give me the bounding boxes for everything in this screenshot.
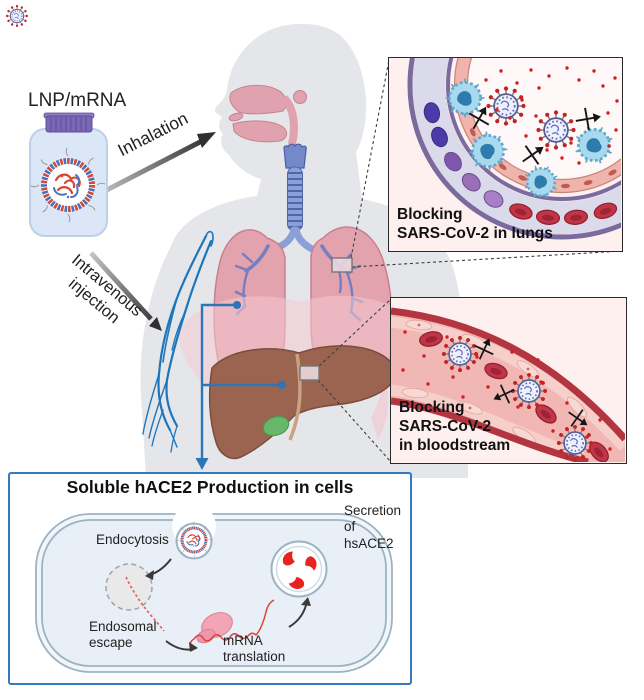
lungs-blocking-panel: Blocking SARS-CoV-2 in lungs <box>388 57 623 252</box>
mrna-wave <box>189 599 275 651</box>
arm-veins-illustration <box>142 230 214 453</box>
intravenous-arrow <box>89 251 162 331</box>
alveolus-illustration <box>407 58 621 240</box>
endosomal-escape-label: Endosomal escape <box>89 619 157 651</box>
mrna-translation-label: mRNA translation <box>223 633 286 665</box>
liver-illustration <box>208 345 397 460</box>
inhalation-arrow <box>95 132 216 198</box>
vessel-blood-cells <box>423 102 620 227</box>
bloodstream-blocking-panel: Blocking SARS-CoV-2 in bloodstream <box>390 297 627 464</box>
bloodstream-panel-caption: Blocking SARS-CoV-2 in bloodstream <box>399 399 511 455</box>
secretion-label: Secretion of hsACE2 <box>344 503 402 551</box>
lnp-vial <box>30 112 108 237</box>
cell-illustration <box>35 504 393 673</box>
target-connector-lines <box>195 301 286 470</box>
corner-virus-icon <box>5 4 29 28</box>
lungs-panel-caption: Blocking SARS-CoV-2 in lungs <box>397 206 553 243</box>
blood-vessel-illustration <box>391 307 625 462</box>
zoom-callouts <box>299 59 623 463</box>
cell-production-panel: Soluble hACE2 Production in cells Endocy… <box>8 472 412 685</box>
liver-zoom-rect <box>299 365 320 381</box>
lnp-mrna-label: LNP/mRNA <box>28 90 127 111</box>
cell-panel-title: Soluble hACE2 Production in cells <box>66 477 354 497</box>
endosome <box>105 563 153 611</box>
endocytosis-label: Endocytosis <box>96 532 169 547</box>
secretion-vesicle <box>270 540 328 598</box>
gallbladder-illustration <box>262 415 290 437</box>
lung-zoom-rect <box>331 257 353 273</box>
ribosome <box>196 612 233 644</box>
escaping-mrna-strand <box>125 576 165 632</box>
